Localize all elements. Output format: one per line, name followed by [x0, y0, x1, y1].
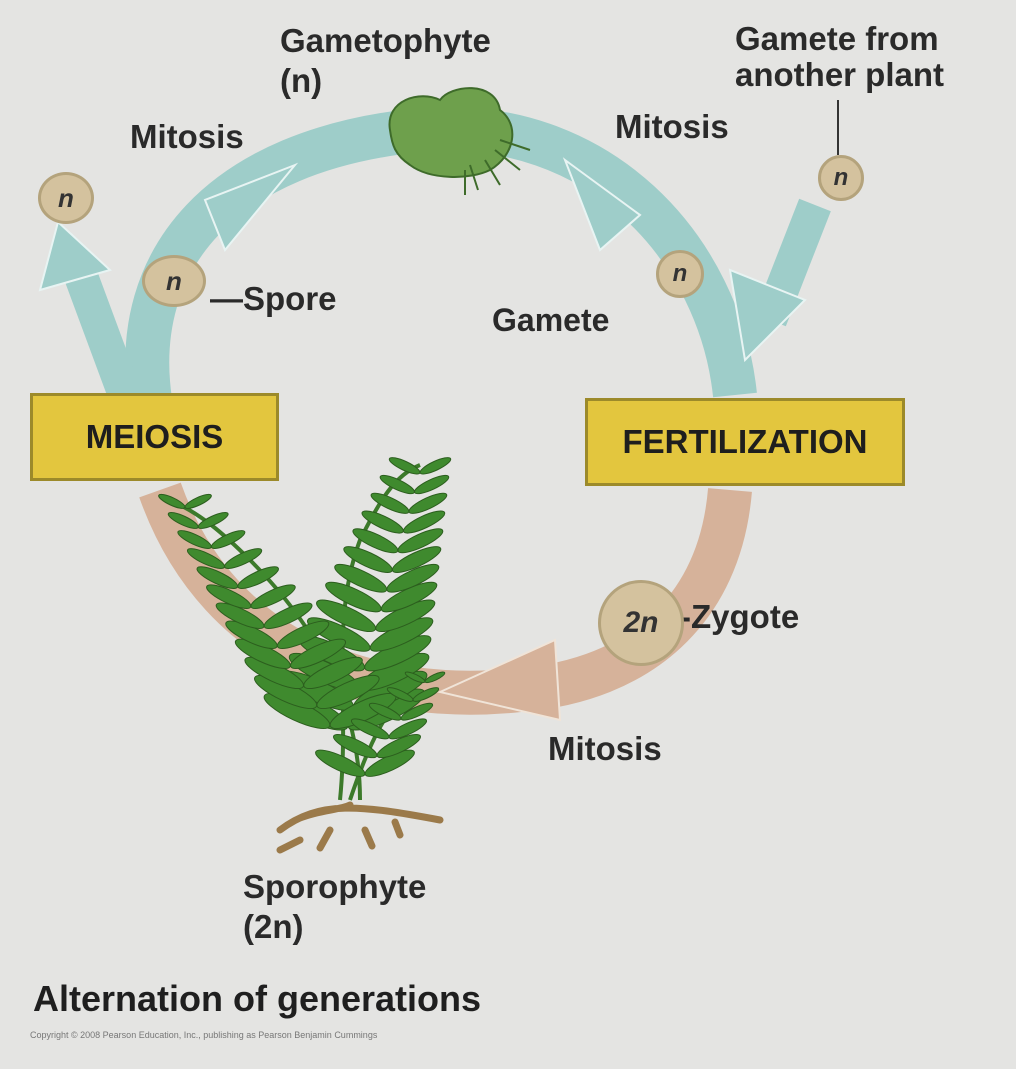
fern-leaflet	[184, 493, 212, 509]
fern-leaves	[158, 457, 452, 777]
mitosis-arrowhead-left	[203, 162, 299, 252]
fern-leaflet	[210, 530, 246, 549]
fern-leaflet	[316, 599, 377, 632]
copyright-text: Copyright © 2008 Pearson Education, Inc.…	[30, 1030, 378, 1040]
gametophyte-label: Gametophyte	[280, 22, 491, 59]
meiosis-box: MEIOSIS	[30, 393, 279, 481]
fern-leaflet	[397, 528, 444, 554]
fern-leaflet	[237, 566, 279, 589]
fern-leaflet	[263, 602, 313, 629]
fern-leaflet	[197, 511, 229, 529]
fern-leaflet	[325, 581, 382, 613]
fern-leaflet	[388, 718, 428, 740]
fern-leaflet	[290, 638, 347, 669]
fertilization-box: FERTILIZATION	[585, 398, 905, 486]
fern-leaflet	[379, 474, 415, 495]
meiosis-branch-arrow	[59, 254, 141, 401]
gametophyte-ploidy-label: (n)	[280, 62, 323, 99]
fern-leaflet	[412, 687, 440, 702]
gamete-from-label-line2: another plant	[735, 56, 945, 93]
fern-leaflet	[376, 733, 421, 759]
fern-leaflet	[250, 584, 296, 609]
released-spore-cell: n	[38, 172, 94, 224]
fern-leaflet	[402, 510, 446, 534]
mitosis-label-bottom: Mitosis	[548, 730, 662, 767]
fern-leaflet	[334, 563, 388, 593]
fern-leaflet	[315, 749, 366, 777]
fern-leaflet	[215, 602, 265, 629]
foreign-gamete-cell: n	[818, 155, 864, 201]
fern-leaflet	[408, 492, 448, 514]
fern-leaflet	[303, 656, 363, 690]
released-spore-arrowhead	[38, 220, 112, 292]
zygote-cell: 2n	[598, 580, 684, 666]
diploid-mitosis-arrowhead	[436, 638, 562, 722]
mitosis-arrowhead-right	[562, 157, 642, 252]
fern-leaflet	[386, 563, 440, 593]
gamete-from-label-line1: Gamete from	[735, 20, 939, 57]
fern-leaflet	[391, 546, 442, 573]
fern-leaflet	[276, 620, 330, 649]
fern-leaflet	[400, 702, 434, 721]
gametophyte-illustration	[388, 87, 531, 195]
mitosis-label-top-left: Mitosis	[130, 118, 244, 155]
fern-leaflet	[343, 546, 393, 573]
fern-leaflet	[419, 457, 452, 475]
sporophyte-label: Sporophyte	[243, 868, 427, 905]
diagram-caption: Alternation of generations	[33, 978, 482, 1019]
sporophyte-ploidy-label: (2n)	[243, 908, 304, 945]
foreign-gamete-arrowhead	[728, 268, 807, 363]
fern-leaflet	[424, 671, 446, 684]
sporophyte-roots-illustration	[276, 801, 444, 854]
spore-label: —Spore	[210, 280, 337, 317]
mitosis-label-top-right: Mitosis	[615, 108, 729, 145]
spore-cell: n	[142, 255, 206, 307]
zygote-label: -Zygote	[680, 598, 800, 635]
fern-leaflet	[224, 548, 263, 569]
fern-leaflet	[414, 474, 450, 495]
gamete-cell: n	[656, 250, 704, 298]
gamete-label: Gamete	[492, 302, 610, 338]
fern-leaflet	[316, 674, 380, 710]
